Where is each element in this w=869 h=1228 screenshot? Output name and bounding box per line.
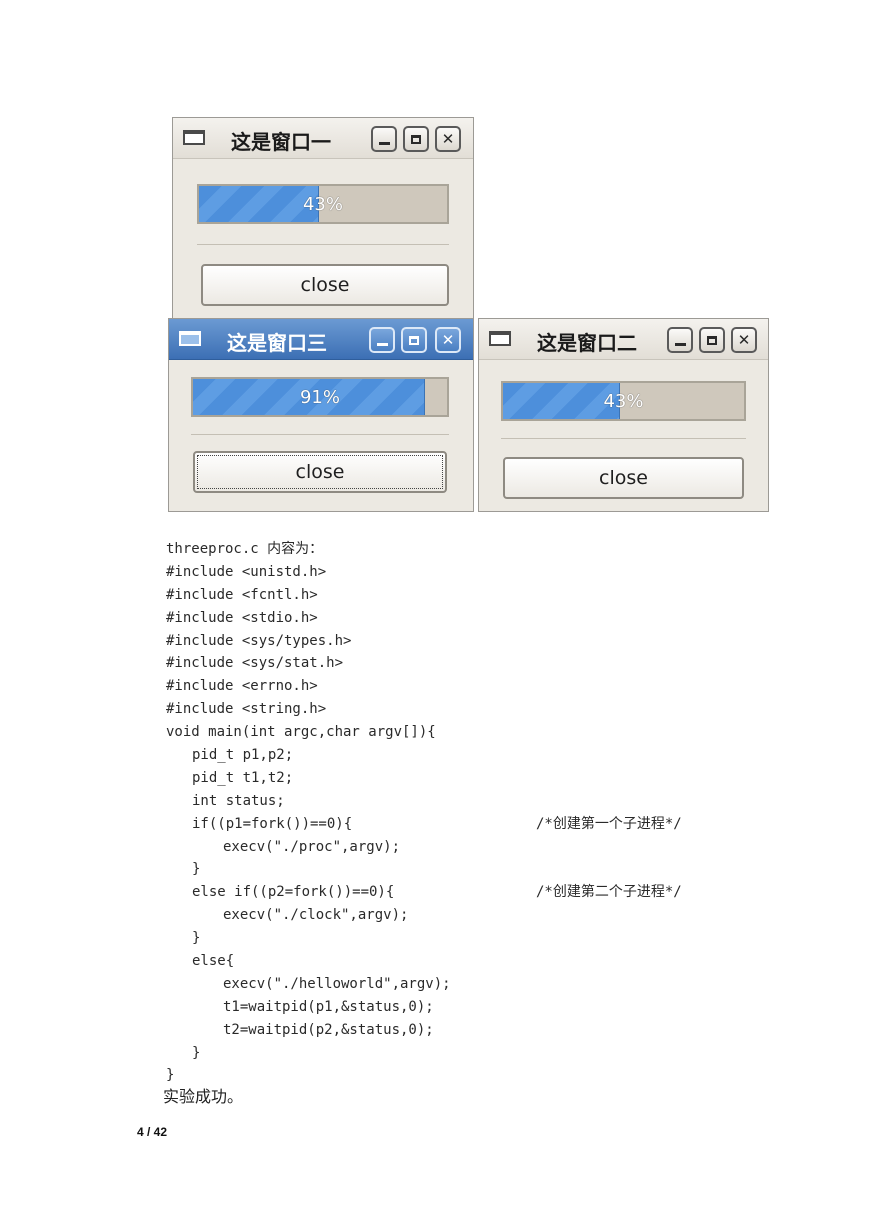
- close-icon[interactable]: ✕: [435, 327, 461, 353]
- window-icon: [179, 331, 201, 346]
- code-line: else if((p2=fork())==0){/*创建第二个子进程*/: [166, 881, 816, 904]
- progress-bar: 91%: [191, 377, 449, 417]
- window-icon: [489, 331, 511, 346]
- maximize-icon[interactable]: [699, 327, 725, 353]
- code-line: #include <stdio.h>: [166, 609, 318, 626]
- progress-fill: [503, 383, 620, 419]
- code-line: #include <errno.h>: [166, 678, 318, 695]
- title-bar[interactable]: 这是窗口二 ✕: [479, 319, 768, 360]
- window-one: 这是窗口一 ✕ 43% close: [172, 117, 474, 327]
- code-line: if((p1=fork())==0){/*创建第一个子进程*/: [166, 813, 816, 836]
- code-line: pid_t p1,p2;: [192, 747, 294, 764]
- code-comment: /*创建第二个子进程*/: [536, 884, 682, 901]
- code-line: }: [192, 1044, 201, 1061]
- maximize-icon[interactable]: [403, 126, 429, 152]
- result-text: 实验成功。: [163, 1087, 244, 1106]
- close-button[interactable]: close: [503, 457, 744, 499]
- progress-text: 91%: [299, 386, 340, 408]
- progress-text: 43%: [603, 390, 644, 412]
- code-line: }: [192, 861, 201, 878]
- code-line: #include <sys/stat.h>: [166, 655, 344, 672]
- screenshot-figure: 这是窗口一 ✕ 43% close 这是窗口三 ✕ 91% close: [168, 115, 769, 512]
- code-line: }: [166, 1067, 175, 1084]
- page-number: 4 / 42: [137, 1125, 168, 1139]
- code-comment: /*创建第一个子进程*/: [536, 815, 682, 832]
- minimize-icon[interactable]: [667, 327, 693, 353]
- code-line: pid_t t1,t2;: [192, 769, 294, 786]
- code-line: execv("./proc",argv);: [223, 838, 401, 855]
- progress-text: 43%: [302, 193, 343, 215]
- progress-bar: 43%: [501, 381, 746, 421]
- title-bar[interactable]: 这是窗口三 ✕: [169, 319, 473, 360]
- code-line: #include <fcntl.h>: [166, 586, 318, 603]
- code-line: #include <sys/types.h>: [166, 632, 352, 649]
- close-button[interactable]: close: [201, 264, 449, 306]
- title-bar[interactable]: 这是窗口一 ✕: [173, 118, 473, 159]
- close-button[interactable]: close: [193, 451, 447, 493]
- intro-line: threeproc.c 内容为：: [166, 541, 324, 557]
- separator: [501, 438, 746, 439]
- window-title: 这是窗口二: [537, 331, 637, 355]
- code-line: }: [192, 930, 201, 947]
- code-line: t1=waitpid(p1,&status,0);: [223, 998, 434, 1015]
- separator: [191, 434, 449, 435]
- code-line: #include <string.h>: [166, 701, 327, 718]
- code-listing: threeproc.c 内容为： #include <unistd.h> #in…: [166, 538, 816, 1087]
- code-line: execv("./clock",argv);: [223, 907, 409, 924]
- minimize-icon[interactable]: [369, 327, 395, 353]
- code-line: int status;: [192, 792, 285, 809]
- progress-fill: [199, 186, 320, 222]
- separator: [197, 244, 449, 245]
- minimize-icon[interactable]: [371, 126, 397, 152]
- close-icon[interactable]: ✕: [435, 126, 461, 152]
- window-two: 这是窗口二 ✕ 43% close: [478, 318, 769, 512]
- window-icon: [183, 130, 205, 145]
- window-title: 这是窗口三: [227, 331, 327, 355]
- progress-bar: 43%: [197, 184, 449, 224]
- window-title: 这是窗口一: [231, 130, 331, 154]
- code-line: execv("./helloworld",argv);: [223, 975, 451, 992]
- code-line: void main(int argc,char argv[]){: [166, 724, 436, 741]
- maximize-icon[interactable]: [401, 327, 427, 353]
- window-three: 这是窗口三 ✕ 91% close: [168, 318, 474, 512]
- close-icon[interactable]: ✕: [731, 327, 757, 353]
- code-line: else{: [192, 953, 235, 970]
- progress-fill: [193, 379, 426, 415]
- code-line: #include <unistd.h>: [166, 563, 327, 580]
- code-line: t2=waitpid(p2,&status,0);: [223, 1021, 434, 1038]
